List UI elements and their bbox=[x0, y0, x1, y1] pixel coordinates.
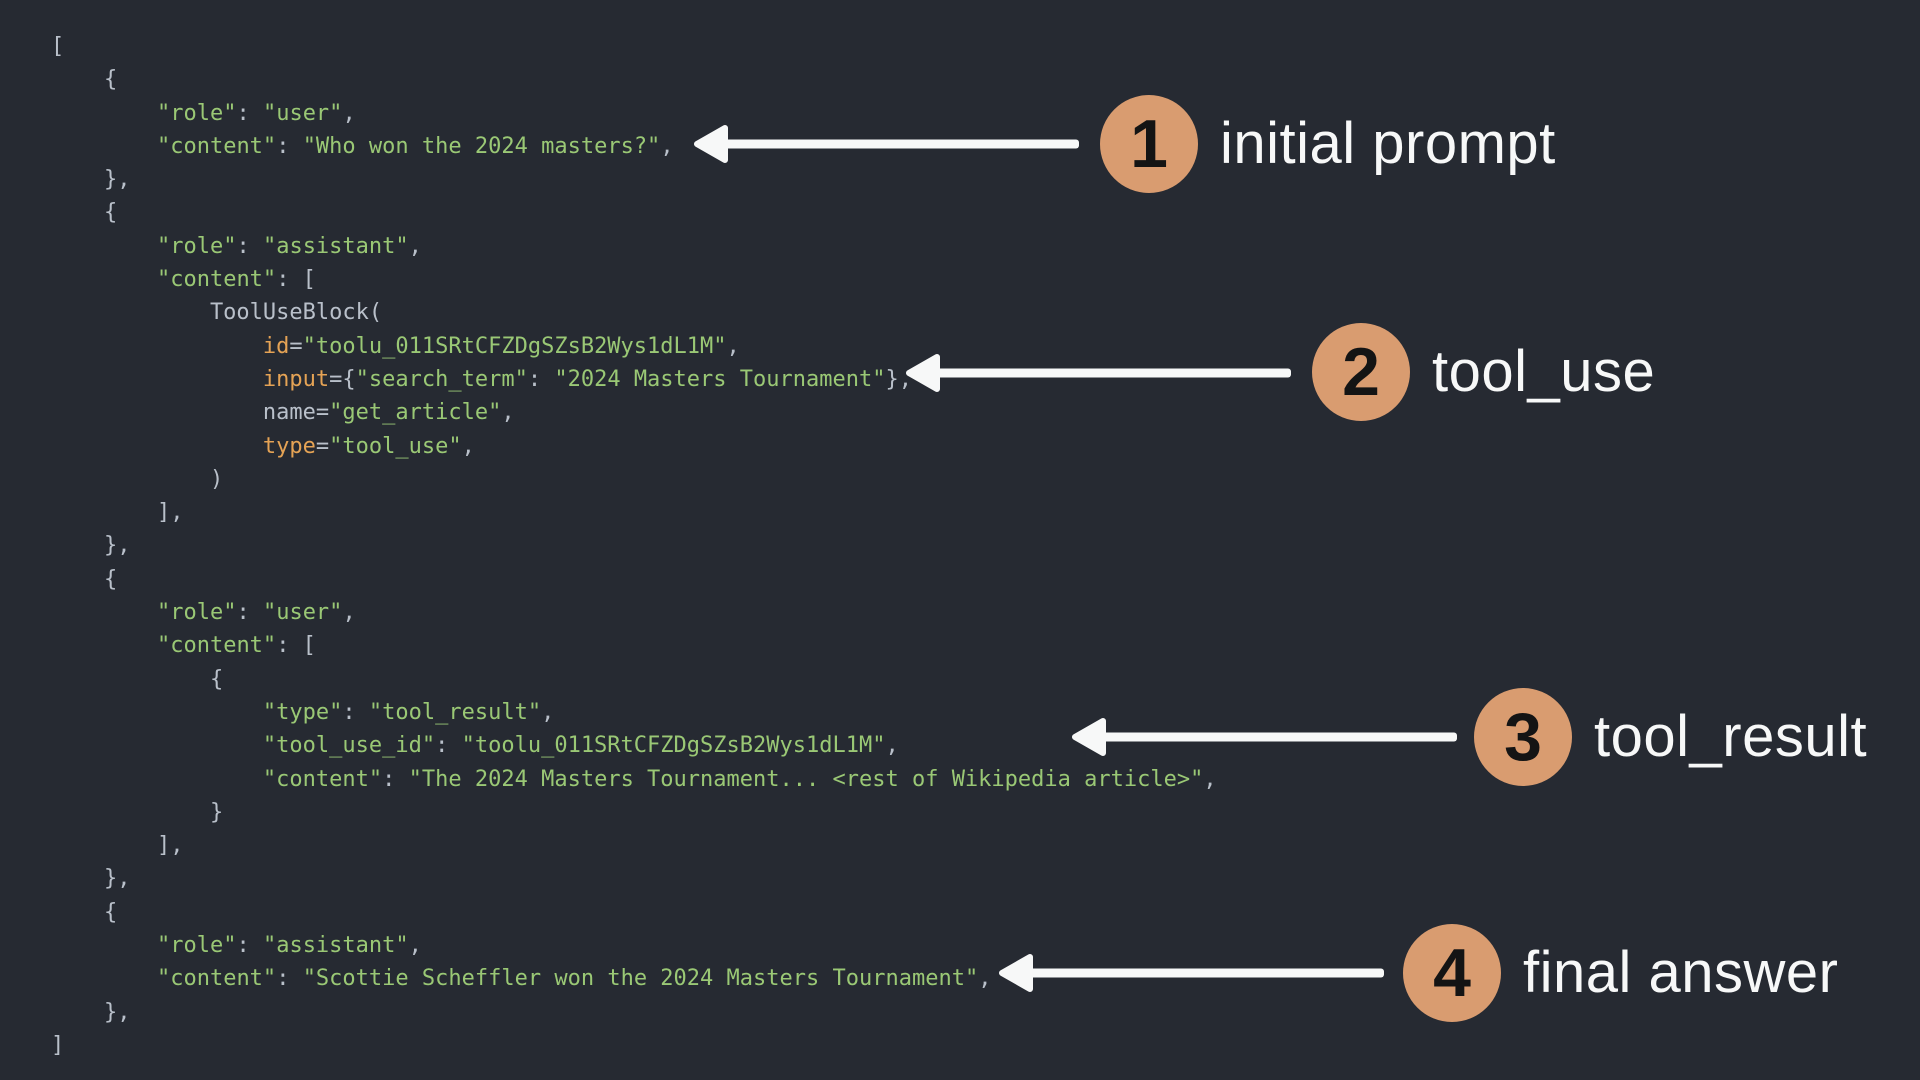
annotation-badge: 2 bbox=[1312, 323, 1410, 421]
code-line: "content": [ bbox=[156, 267, 316, 293]
code-line: id="toolu_011SRtCFZDgSZsB2Wys1dL1M", bbox=[262, 333, 740, 359]
annotation-number: 4 bbox=[1433, 935, 1471, 1011]
code-line: "content": "Scottie Scheffler won the 20… bbox=[156, 966, 992, 992]
code-block: [ { "role": "user", "content": "Who won … bbox=[51, 30, 1217, 1062]
code-line: ) bbox=[51, 466, 224, 492]
code-line: }, bbox=[51, 866, 131, 892]
code-line: ], bbox=[51, 500, 184, 526]
code-line: type="tool_use", bbox=[262, 433, 475, 459]
code-line: "role": "assistant", bbox=[156, 933, 422, 959]
code-line: input={"search_term": "2024 Masters Tour… bbox=[262, 366, 912, 392]
annotation-number: 3 bbox=[1504, 699, 1542, 775]
code-line: { bbox=[51, 899, 118, 925]
code-line: "content": "Who won the 2024 masters?", bbox=[156, 133, 674, 159]
annotation-badge: 3 bbox=[1474, 688, 1572, 786]
code-line: { bbox=[51, 566, 118, 592]
code-line: [ bbox=[51, 34, 65, 59]
code-line: "role": "user", bbox=[156, 600, 356, 626]
code-line: "role": "assistant", bbox=[156, 233, 422, 259]
annotation-label: final answer bbox=[1523, 940, 1839, 1005]
annotation-label: initial prompt bbox=[1220, 111, 1556, 176]
code-line: name="get_article", bbox=[51, 400, 515, 426]
annotation-label: tool_result bbox=[1594, 704, 1868, 769]
code-line: ] bbox=[51, 1032, 65, 1058]
code-line: ], bbox=[51, 833, 184, 859]
code-line: { bbox=[51, 200, 118, 226]
annotation-badge: 4 bbox=[1403, 924, 1501, 1022]
code-line: } bbox=[51, 799, 224, 825]
code-line: }, bbox=[51, 167, 131, 193]
code-line: "type": "tool_result", bbox=[262, 699, 555, 725]
code-line: ToolUseBlock( bbox=[51, 300, 383, 326]
code-line: "content": [ bbox=[156, 633, 316, 659]
code-line: }, bbox=[51, 999, 131, 1025]
code-line: "content": "The 2024 Masters Tournament.… bbox=[262, 766, 1217, 792]
code-line: { bbox=[51, 666, 224, 692]
annotation-label: tool_use bbox=[1432, 339, 1656, 404]
code-line: }, bbox=[51, 533, 131, 559]
code-line: { bbox=[51, 67, 118, 93]
code-line: "tool_use_id": "toolu_011SRtCFZDgSZsB2Wy… bbox=[262, 733, 899, 759]
annotation-number: 2 bbox=[1342, 334, 1380, 410]
code-line: "role": "user", bbox=[156, 100, 356, 126]
